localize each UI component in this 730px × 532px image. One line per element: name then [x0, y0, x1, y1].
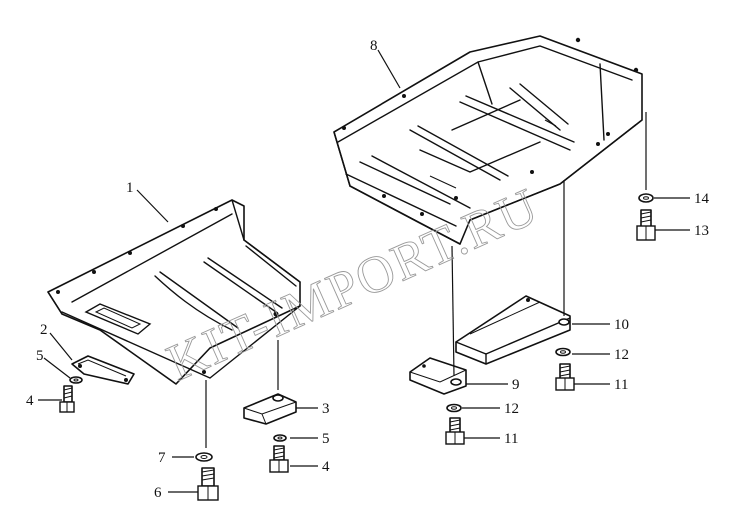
callout-6: 6: [154, 485, 162, 501]
callout-11-right: 11: [614, 377, 628, 393]
callout-2: 2: [40, 322, 48, 338]
callout-leaders: [38, 49, 690, 493]
front-under-cover: [47, 199, 301, 385]
callout-5-left: 5: [36, 348, 44, 364]
callout-10: 10: [614, 317, 629, 333]
cover-plate-part-10: [455, 295, 571, 365]
washer-5-center: [273, 434, 287, 442]
callout-8: 8: [370, 38, 378, 54]
bolt-13: [636, 209, 656, 241]
callout-14: 14: [694, 191, 710, 207]
bolt-6: [197, 467, 219, 501]
callout-9: 9: [512, 377, 520, 393]
rear-under-cover: [333, 35, 643, 245]
callout-1: 1: [126, 180, 134, 196]
bolt-11-right: [555, 363, 575, 391]
bolt-11-left: [445, 417, 465, 445]
bolt-4-center: [269, 445, 289, 473]
small-cover-plate: [71, 355, 135, 385]
callout-4-left: 4: [26, 393, 34, 409]
washer-5-left: [69, 376, 83, 384]
callout-12-left: 12: [504, 401, 519, 417]
plate-part-9: [409, 357, 467, 395]
washer-12-left: [446, 403, 462, 413]
washer-14: [638, 193, 654, 203]
callout-5-center: 5: [322, 431, 330, 447]
washer-12-right: [555, 347, 571, 357]
callout-7: 7: [158, 450, 166, 466]
assembly-axis-lines: [205, 112, 647, 448]
plate-part-3: [243, 393, 297, 425]
callout-3: 3: [322, 401, 330, 417]
callout-labels: 1 2 3 4 4 5 5 6 7 8 9 10 11 11 12 12 13 …: [26, 38, 710, 501]
callout-11-left: 11: [504, 431, 518, 447]
callout-4-center: 4: [322, 459, 330, 475]
callout-12-right: 12: [614, 347, 629, 363]
washer-7: [195, 452, 213, 462]
bolt-4-left: [59, 385, 75, 413]
callout-13: 13: [694, 223, 709, 239]
